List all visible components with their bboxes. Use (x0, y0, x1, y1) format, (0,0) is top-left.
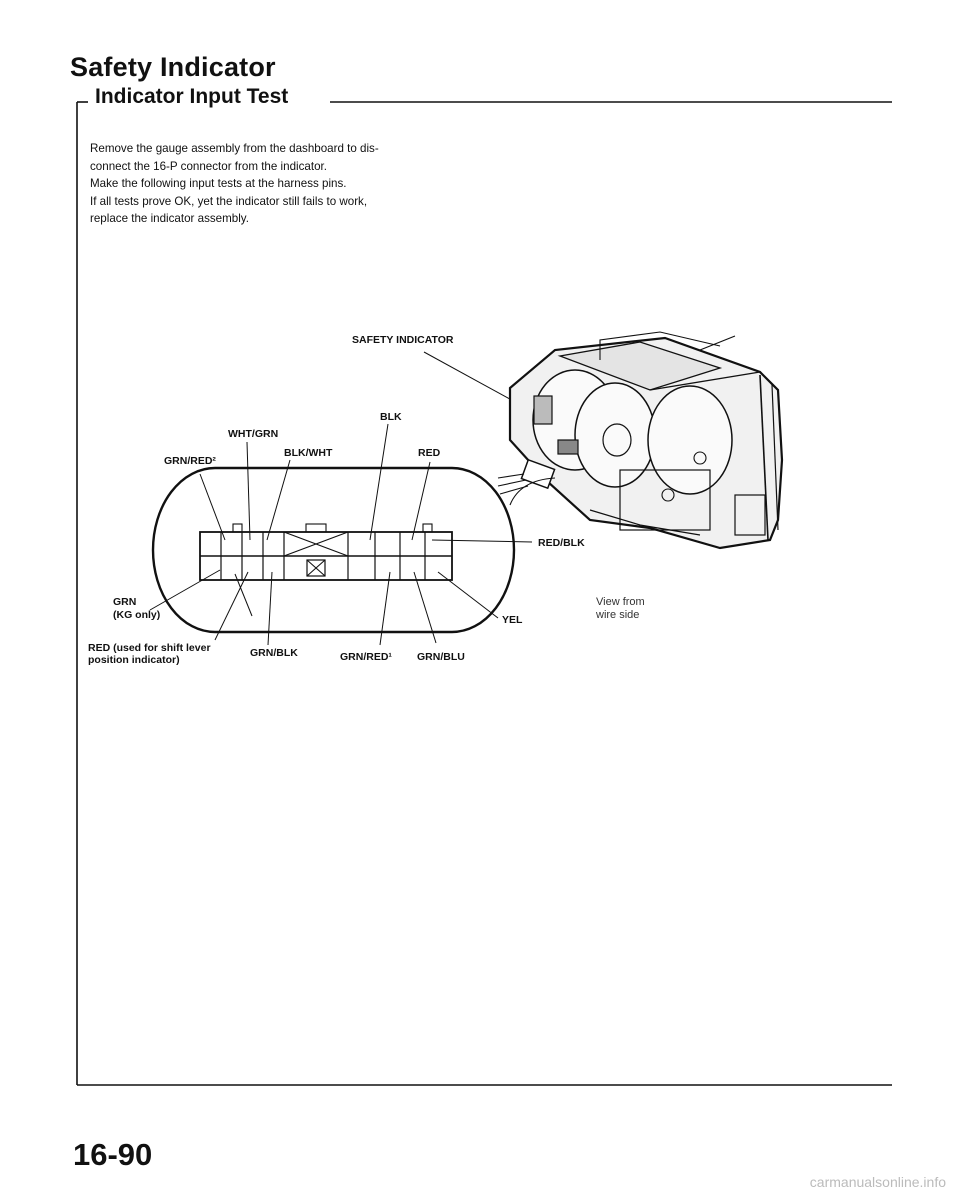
wire-leader-lines (149, 351, 549, 646)
wire-label-grn-red2: GRN/RED² (164, 455, 216, 467)
view-note-line-2: wire side (596, 609, 640, 621)
wire-label-blk: BLK (380, 411, 402, 423)
intro-line: If all tests prove OK, yet the indicator… (90, 194, 368, 208)
gauge-assembly-illustration (497, 331, 784, 550)
view-note-line-1: View from (596, 596, 645, 608)
page-title: Safety Indicator (70, 52, 276, 82)
intro-line: Remove the gauge assembly from the dashb… (90, 142, 379, 155)
wire-label-grn-red1: GRN/RED¹ (340, 651, 392, 663)
wire-label-grn-blk: GRN/BLK (250, 647, 298, 659)
wire-label-blk-wht: BLK/WHT (284, 447, 333, 459)
safety-indicator-label: SAFETY INDICATOR (352, 334, 454, 346)
intro-line: connect the 16-P connector from the indi… (90, 159, 327, 173)
wire-label-grn-note: (KG only) (113, 609, 161, 621)
wire-label-red-shift: RED (used for shift lever (88, 642, 211, 654)
wire-label-yel: YEL (502, 614, 523, 626)
wire-label-grn: GRN (113, 596, 137, 608)
intro-line: replace the indicator assembly. (90, 212, 249, 225)
section-subtitle: Indicator Input Test (95, 85, 289, 108)
page-number: 16-90 (73, 1137, 153, 1172)
wire-label-grn-blu: GRN/BLU (417, 651, 465, 663)
wire-label-wht-grn: WHT/GRN (228, 428, 279, 440)
watermark: carmanualsonline.info (809, 1174, 946, 1190)
wire-label-red-blk: RED/BLK (538, 537, 585, 549)
intro-text: Remove the gauge assembly from the dashb… (90, 140, 480, 228)
connector-face (151, 466, 516, 634)
intro-line: Make the following input tests at the ha… (90, 177, 347, 190)
wire-label-red: RED (418, 447, 441, 459)
wire-label-red-shift-2: position indicator) (88, 654, 180, 666)
